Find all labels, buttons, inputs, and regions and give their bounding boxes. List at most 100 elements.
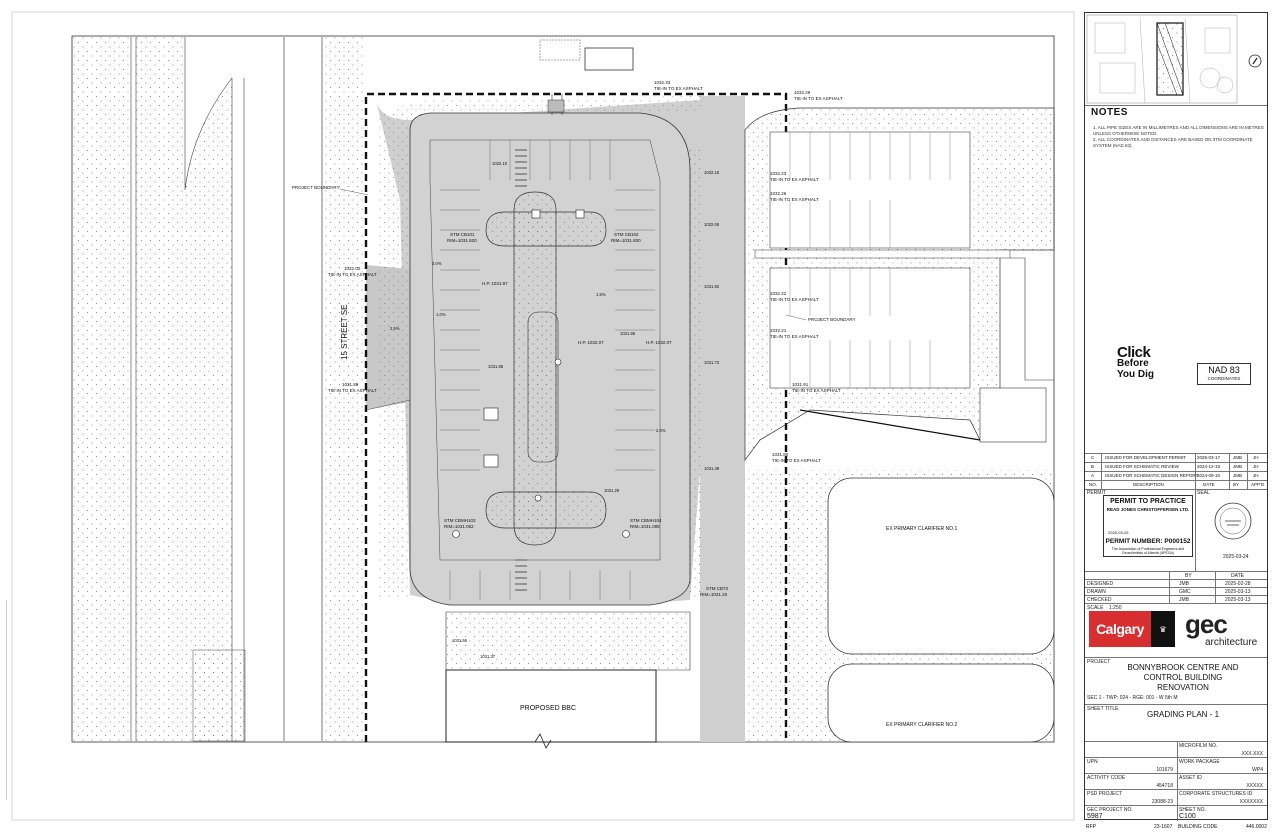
permit-stamp: PERMIT TO PRACTICE READ JONES CHRISTOFFE… xyxy=(1103,495,1193,557)
project-label: PROJECT xyxy=(1087,659,1111,665)
cbmh-left-rim: RIM=1031.062 xyxy=(444,524,474,529)
high-point-label: H.P. 1032.07 xyxy=(646,340,672,345)
psd-project-label: PSD PROJECT xyxy=(1087,791,1123,797)
permit-number: PERMIT NUMBER: P000152 xyxy=(1105,538,1191,545)
revision-row: C ISSUED FOR DEVELOPMENT PERMIT 2025-03-… xyxy=(1085,454,1269,462)
project-boundary-label-right: PROJECT BOUNDARY xyxy=(808,317,856,322)
permit-association: The Association of Professional Engineer… xyxy=(1111,547,1185,555)
spot-elevations: 1032.18 1032.10 1032.06 1031.92 1031.73 … xyxy=(452,161,720,659)
structure-labels: STM CB101 RIM=1031.820 STM CB102 RIM=103… xyxy=(444,232,729,597)
tie-in-right-elev: 1032.22 xyxy=(770,291,787,296)
tie-in-right-elev: 1032.26 xyxy=(770,191,787,196)
permit-date: 2025-03-25 xyxy=(1108,530,1129,535)
rev-desc: ISSUED FOR SCHEMATIC REVIEW xyxy=(1105,464,1179,469)
crest-icon: ♛ xyxy=(1151,611,1175,647)
nad-sub-label: COORDINATES xyxy=(1207,376,1241,381)
project-name: BONNYBROOK CENTRE AND CONTROL BUILDING R… xyxy=(1127,663,1239,692)
click-before-text-2: Before xyxy=(1117,358,1149,369)
tie-in-right-text: TIE-IN TO EX ASPHALT xyxy=(794,96,843,101)
click-before-you-dig-logo: Click Before You Dig xyxy=(1117,344,1167,380)
tie-in-left-2-elev: 1031.88 xyxy=(342,382,359,387)
work-package-value: WP4 xyxy=(1252,767,1263,773)
rfp-value: 23-1607 xyxy=(1154,824,1173,830)
rev-date: 2024-09-10 xyxy=(1197,473,1221,478)
permit-firm: READ JONES CHRISTOFFERSEN LTD. xyxy=(1106,507,1190,512)
checked-label: CHECKED xyxy=(1087,597,1112,603)
scale-label: SCALE xyxy=(1087,605,1104,611)
rev-date: 2025-03-17 xyxy=(1197,455,1221,460)
drawn-label: DRAWN xyxy=(1087,589,1106,595)
sheet-title: GRADING PLAN - 1 xyxy=(1147,710,1220,719)
sheet-title-label: SHEET TITLE xyxy=(1087,706,1119,712)
revision-header: NO. DESCRIPTION DATE BY APP'D xyxy=(1085,481,1269,489)
slope-label: 3.0% xyxy=(432,261,442,266)
rev-by: JMB xyxy=(1233,455,1242,460)
note-line: 1. ALL PIPE SIZES ARE IN MILLIMETRES AND… xyxy=(1093,125,1264,130)
tie-in-right-text: TIE-IN TO EX ASPHALT xyxy=(792,388,841,393)
by-header: BY xyxy=(1185,573,1192,579)
rev-no: B xyxy=(1091,464,1095,469)
activity-code-label: ACTIVITY CODE xyxy=(1087,775,1126,781)
cb-bottom-name: STM CB73 xyxy=(706,586,729,591)
engineer-seal-icon xyxy=(1214,502,1252,540)
spot-elevation: 1031.49 xyxy=(704,466,720,471)
rev-header-desc: DESCRIPTION xyxy=(1133,482,1164,487)
checked-by: JMB xyxy=(1179,597,1189,603)
rev-header-date: DATE xyxy=(1203,482,1215,487)
high-point-label: H.P. 1031.97 xyxy=(482,281,508,286)
permit-title: PERMIT TO PRACTICE xyxy=(1110,498,1186,505)
tie-in-right-elev: 1032.23 xyxy=(770,171,787,176)
sheet-no-label: SHEET NO. xyxy=(1179,807,1206,813)
tie-in-right-elev: 1032.29 xyxy=(794,90,811,95)
cbmh-right-name: STM CBMH104 xyxy=(630,518,662,523)
gec-project-value: 5987 xyxy=(1087,813,1103,820)
click-before-text-3: You Dig xyxy=(1117,369,1155,380)
seal-date: 2025-03-24 xyxy=(1223,554,1249,560)
building-code-value: 446.0002 xyxy=(1246,824,1267,830)
sheet-no-value: C100 xyxy=(1179,813,1196,820)
click-before-text-1: Click xyxy=(1117,344,1151,361)
site-plan-drawing: 15 STREET SE EX P xyxy=(11,11,1075,821)
slope-label: 1.0% xyxy=(436,312,446,317)
slope-labels: 3.0% 1.5% 1.0% 2.0% 2.5% xyxy=(390,261,666,433)
nad-label: NAD 83 xyxy=(1208,365,1240,375)
scale-value: 1:250 xyxy=(1109,605,1122,611)
drawn-date: 2025-03-13 xyxy=(1225,589,1251,595)
north-arrow-icon xyxy=(1248,54,1262,68)
spot-elevation: 1032.06 xyxy=(704,222,720,227)
rev-header-no: NO. xyxy=(1089,482,1098,487)
rev-desc: ISSUED FOR SCHEMATIC DESIGN REPORT xyxy=(1105,473,1199,478)
tie-in-right-elev: 1031.80 xyxy=(772,452,789,457)
rev-no: A xyxy=(1091,473,1095,478)
spot-elevation: 1031.92 xyxy=(704,284,720,289)
clarifier-2-label: EX PRIMARY CLARIFIER NO.2 xyxy=(886,722,957,728)
asset-id-value: XXXXX xyxy=(1246,783,1263,789)
tie-in-right-text: TIE-IN TO EX ASPHALT xyxy=(770,334,819,339)
upn-label: UPN xyxy=(1087,759,1098,765)
tie-in-right-labels: 1032.29 TIE-IN TO EX ASPHALT 1032.23 TIE… xyxy=(770,90,843,463)
tie-in-right-text: TIE-IN TO EX ASPHALT xyxy=(772,458,821,463)
landscape-strip xyxy=(73,37,131,741)
work-package-label: WORK PACKAGE xyxy=(1179,759,1220,765)
rev-header-appd: APP'D xyxy=(1251,482,1265,487)
tie-in-right-elev: 1032.21 xyxy=(770,328,787,333)
note-line: SYSTEM (NAD 83). xyxy=(1093,143,1133,148)
tie-in-right-text: TIE-IN TO EX ASPHALT xyxy=(770,297,819,302)
designed-label: DESIGNED xyxy=(1087,581,1114,587)
upn-value: 101679 xyxy=(1156,767,1173,773)
clarifier-1-label: EX PRIMARY CLARIFIER NO.1 xyxy=(886,526,957,532)
spot-elevation: 1031.86 xyxy=(488,364,504,369)
rev-date: 2024-12-19 xyxy=(1197,464,1221,469)
rev-desc: ISSUED FOR DEVELOPMENT PERMIT xyxy=(1105,455,1186,460)
drawn-by: GMC xyxy=(1179,589,1191,595)
spot-elevation: 1031.73 xyxy=(704,360,720,365)
section-township: SEC 1 - TWP: 024 - RGE: 001 - W 5th M xyxy=(1087,695,1178,701)
asset-id-label: ASSET ID xyxy=(1179,775,1202,781)
microfilm-label: MICROFILM NO. xyxy=(1179,743,1218,749)
street-label: 15 STREET SE xyxy=(340,305,349,360)
rev-by: JMB xyxy=(1233,473,1242,478)
gec-logo: gec xyxy=(1185,609,1228,639)
rev-appd: JH xyxy=(1253,464,1259,469)
rev-appd: JH xyxy=(1253,455,1259,460)
tie-in-right-text: TIE-IN TO EX ASPHALT xyxy=(770,177,819,182)
